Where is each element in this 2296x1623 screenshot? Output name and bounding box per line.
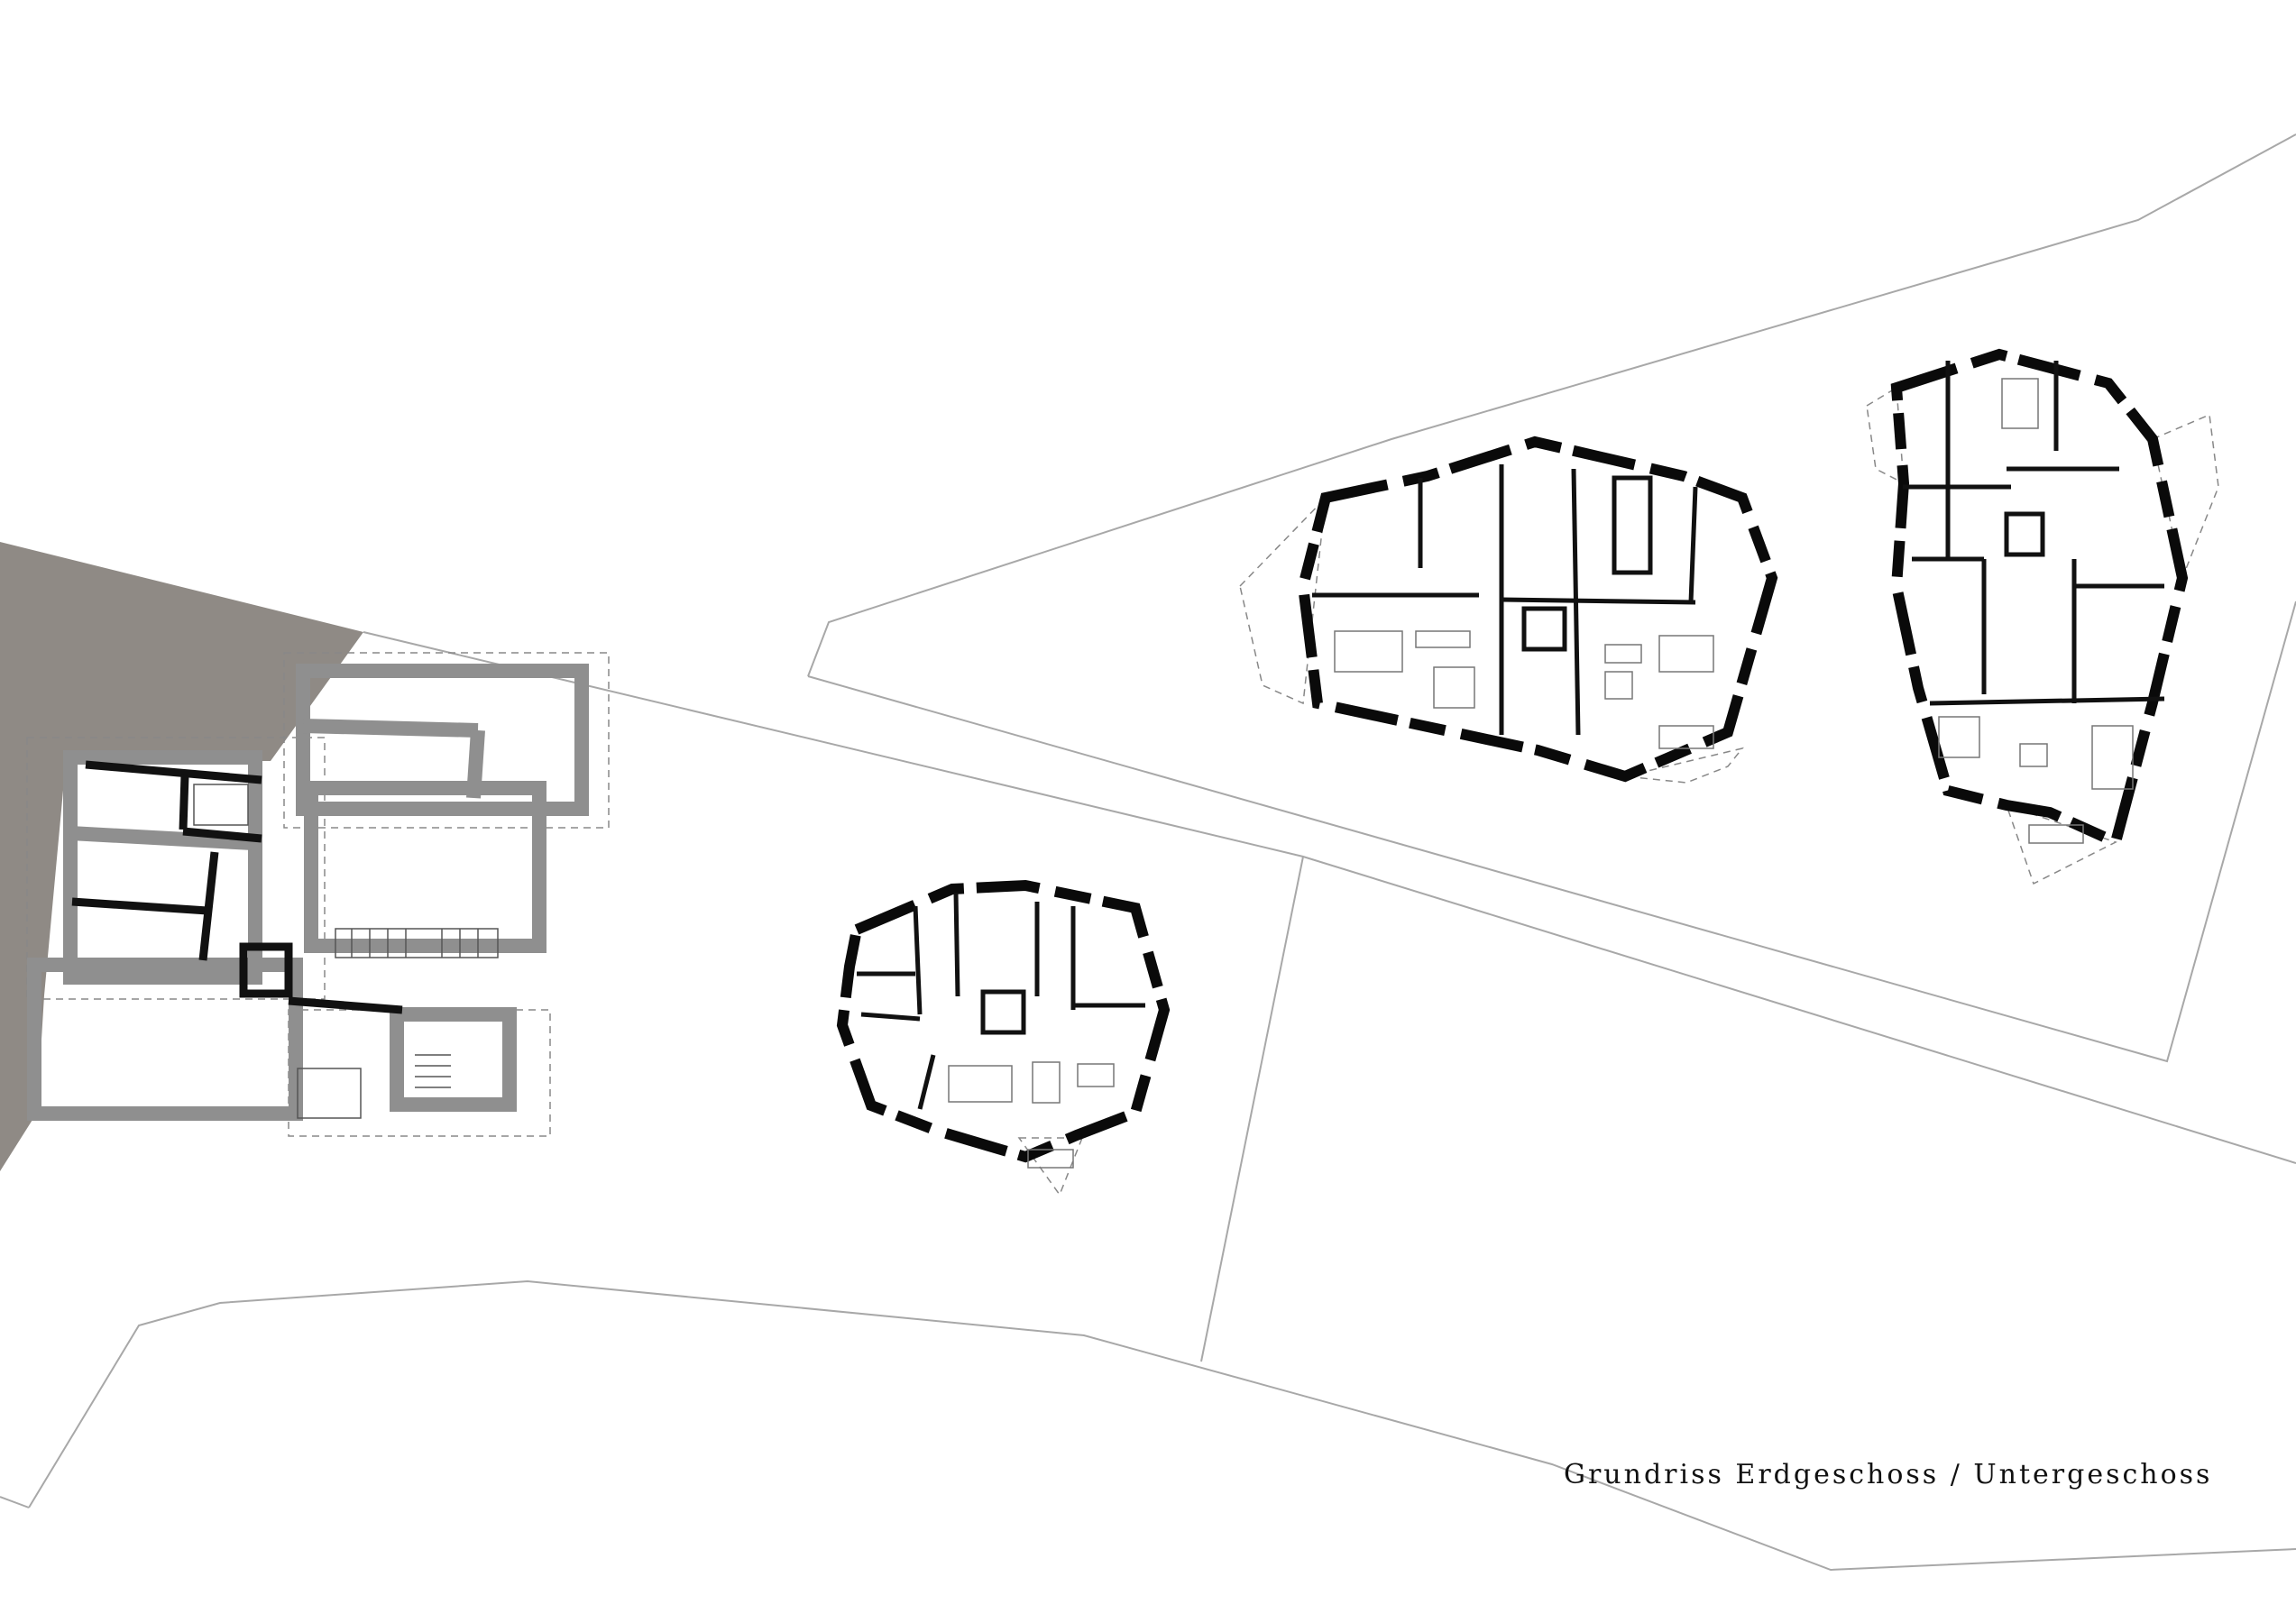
building-small xyxy=(836,879,1171,1197)
site-boundaries xyxy=(0,133,2296,1572)
staircase-icon xyxy=(193,784,499,1119)
terrain-fill xyxy=(0,542,363,1171)
building-middle xyxy=(1239,436,1778,784)
building-right xyxy=(1866,348,2219,885)
existing-building xyxy=(26,652,610,1137)
drawing-title: Grundriss Erdgeschoss / Untergeschoss xyxy=(1564,1459,2213,1490)
